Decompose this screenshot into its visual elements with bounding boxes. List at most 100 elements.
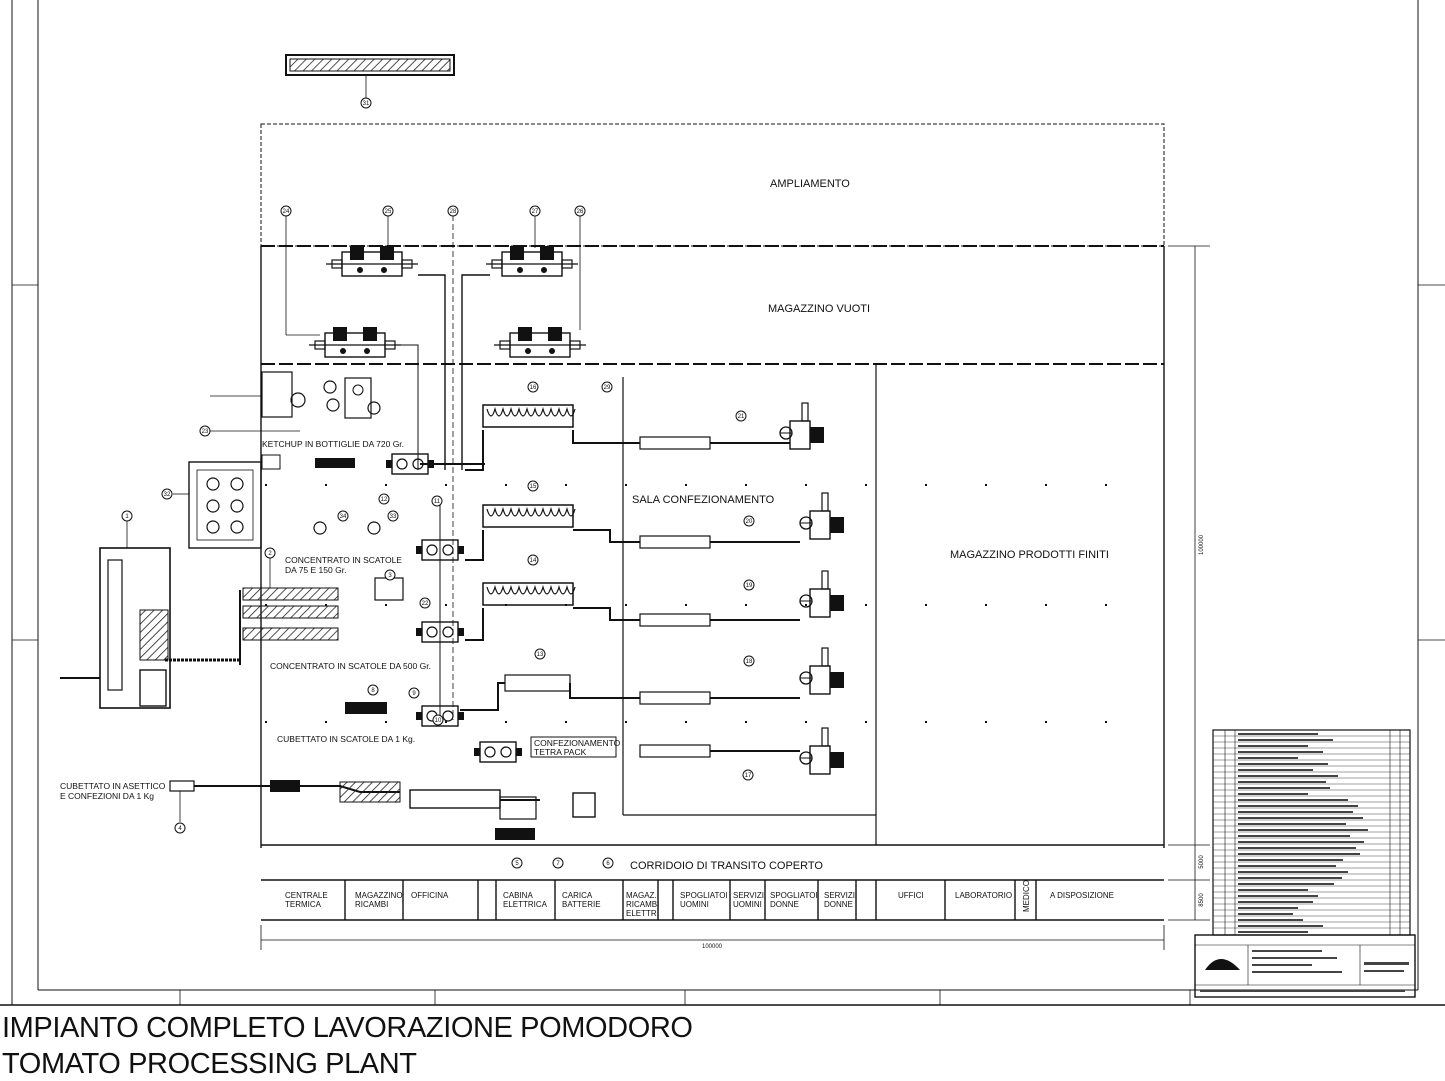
title-block (1194, 934, 1416, 998)
legend-table (1212, 729, 1411, 936)
reference-marker-number: 16 (530, 385, 537, 391)
reference-marker-number: 7 (556, 861, 560, 867)
reference-marker-circle (602, 857, 614, 869)
reference-marker-circle (527, 554, 539, 566)
room-label: RICAMBI (355, 900, 388, 909)
service-rooms-walls (344, 880, 1037, 920)
tetra-pack-label-box (530, 736, 617, 758)
reference-marker-circle (574, 205, 586, 217)
reference-marker-circle (527, 480, 539, 492)
cubettato-line (345, 702, 523, 763)
vertical-process-column (415, 500, 465, 720)
label-concentrato-500: CONCENTRATO IN SCATOLE DA 500 Gr. (270, 661, 431, 671)
caption-italian: IMPIANTO COMPLETO LAVORAZIONE POMODORO (2, 1012, 693, 1044)
packaging-line-16 (465, 402, 825, 471)
reference-marker-number: 9 (412, 691, 416, 697)
room-label: MAGAZZINO (355, 891, 403, 900)
room-label: SPOGLIATOI (680, 891, 728, 900)
reference-marker-circle (384, 569, 396, 581)
room-label: RICAMBI (626, 900, 659, 909)
reference-marker-number: 34 (340, 514, 347, 520)
reference-marker-circle (529, 205, 541, 217)
reference-marker-number: 15 (530, 484, 537, 490)
reference-marker-number: 12 (381, 497, 388, 503)
reference-marker-circle (743, 655, 755, 667)
reference-marker-circle (382, 205, 394, 217)
top-equipment-31 (285, 54, 455, 98)
reference-marker-number: 11 (434, 499, 441, 505)
room-label: SERVIZI (824, 891, 855, 900)
reference-marker-circle (280, 205, 292, 217)
empties-handling-machines (285, 215, 587, 720)
area-label-magazzino-prodotti-finiti: MAGAZZINO PRODOTTI FINITI (950, 549, 1109, 561)
dimension-corridor: 5000 (1199, 855, 1205, 869)
reference-marker-circle (121, 510, 133, 522)
label-cubettato: CUBETTATO IN SCATOLE DA 1 Kg. (277, 734, 415, 744)
reference-marker-circle (431, 495, 443, 507)
dimension-width: 100000 (702, 944, 723, 950)
reference-marker-circle (199, 425, 211, 437)
reference-marker-number: 26 (577, 209, 584, 215)
service-room-labels: CENTRALE TERMICA MAGAZZINO RICAMBI OFFIC… (285, 880, 1114, 918)
packaging-line-13 (460, 647, 845, 711)
ketchup-area (210, 371, 485, 475)
evaporator-1 (60, 520, 241, 709)
reference-marker-circle (447, 205, 459, 217)
label-asettico-1: CUBETTATO IN ASETTICO (60, 781, 166, 791)
reference-marker-number: 25 (385, 209, 392, 215)
reference-marker-circle (552, 857, 564, 869)
reference-marker-circle (360, 97, 372, 109)
area-label-corridoio: CORRIDOIO DI TRANSITO COPERTO (630, 860, 823, 872)
equipment-32 (173, 461, 262, 549)
reference-marker-number: 23 (202, 429, 209, 435)
reference-marker-circle (534, 648, 546, 660)
dimension-rooms: 8500 (1199, 893, 1205, 907)
room-label: SERVIZI (733, 891, 764, 900)
reference-marker-number: 29 (604, 385, 611, 391)
reference-marker-number: 32 (164, 492, 171, 498)
label-tetra-1: CONFEZIONAMENTO (534, 738, 621, 748)
reference-marker-circle (174, 822, 186, 834)
reference-marker-number: 18 (746, 659, 753, 665)
packaging-line-17 (639, 727, 845, 775)
reference-marker-number: 20 (746, 519, 753, 525)
room-label: LABORATORIO (955, 891, 1012, 900)
reference-marker-circle (337, 510, 349, 522)
room-label: DONNE (824, 900, 853, 909)
room-label: UOMINI (680, 900, 709, 909)
reference-marker-circle (264, 547, 276, 559)
reference-marker-circle (161, 488, 173, 500)
room-label: SPOGLIATOI (770, 891, 818, 900)
area-label-ampliamento: AMPLIAMENTO (770, 178, 850, 190)
reference-marker-number: 5 (515, 861, 519, 867)
reference-marker-number: 21 (738, 414, 745, 420)
reference-marker-circle (742, 769, 754, 781)
reference-marker-circle (743, 515, 755, 527)
room-label: DONNE (770, 900, 799, 909)
room-label: UFFICI (898, 891, 924, 900)
reference-marker-number: 3 (388, 573, 392, 579)
reference-marker-circle (408, 687, 420, 699)
reference-marker-circle (387, 510, 399, 522)
room-label: CABINA (503, 891, 533, 900)
reference-marker-number: 6 (606, 861, 610, 867)
aseptic-line (169, 780, 596, 840)
reference-marker-number: 4 (178, 826, 182, 832)
reference-marker-circle (432, 714, 444, 726)
reference-marker-number: 14 (530, 558, 537, 564)
label-concentrato-small-1: CONCENTRATO IN SCATOLE (285, 555, 402, 565)
reference-marker-number: 31 (363, 101, 370, 107)
room-label: A DISPOSIZIONE (1050, 891, 1114, 900)
reference-marker-number: 27 (532, 209, 539, 215)
reference-marker-number: 19 (746, 583, 753, 589)
area-label-sala-confezionamento: SALA CONFEZIONAMENTO (632, 494, 775, 506)
room-label: UOMINI (733, 900, 762, 909)
room-label: TERMICA (285, 900, 322, 909)
plant-layout-drawing: AMPLIAMENTO MAGAZZINO VUOTI SALA CONFEZI… (0, 0, 1445, 1006)
area-label-magazzino-vuoti: MAGAZZINO VUOTI (768, 303, 870, 315)
reference-marker-number: 1 (125, 514, 129, 520)
room-label: OFFICINA (411, 891, 449, 900)
reference-marker-number: 2 (268, 551, 272, 557)
reference-marker-number: 28 (450, 209, 457, 215)
